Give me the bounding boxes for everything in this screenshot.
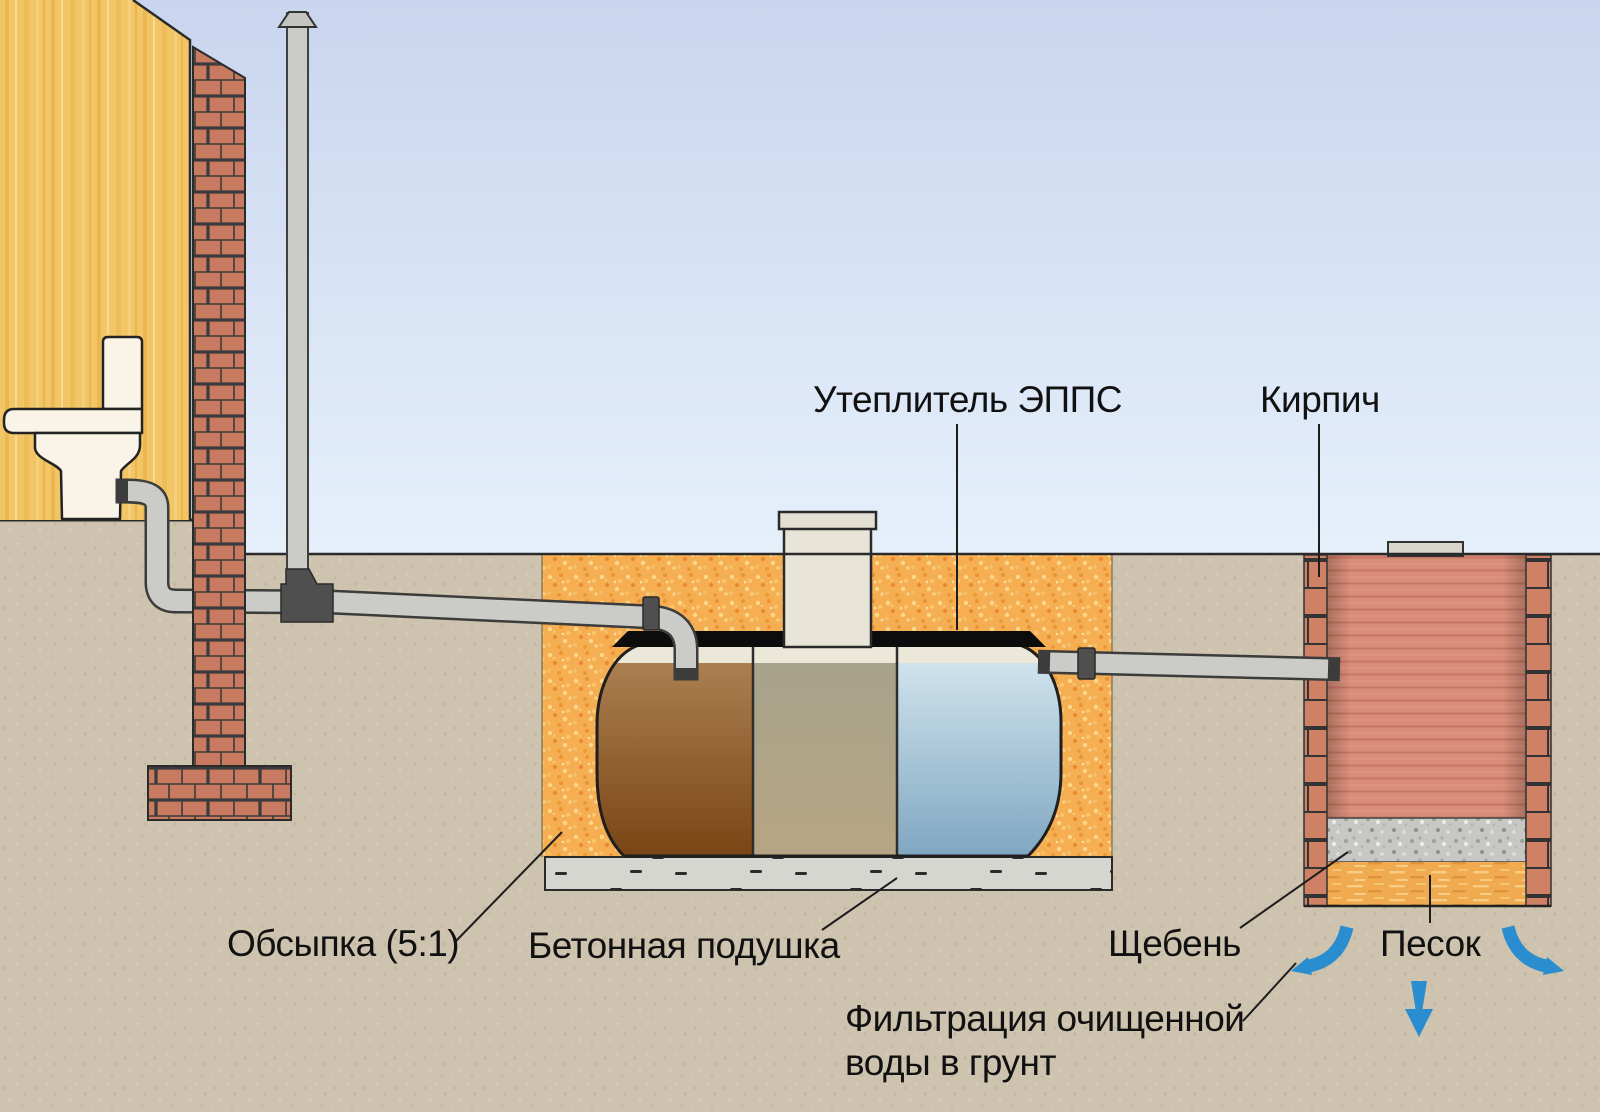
house-wood-wall-edge	[132, 0, 192, 520]
septic-tank	[595, 510, 1063, 858]
toilet	[2, 335, 144, 521]
vent-cap	[277, 11, 318, 28]
tank-outline	[595, 642, 1063, 858]
filtration-arrow-center-head	[1405, 1009, 1433, 1037]
label-concrete-pad: Бетонная подушка	[528, 925, 841, 966]
outlet-pipe	[1037, 649, 1341, 682]
label-sand: Песок	[1380, 923, 1482, 964]
sky	[0, 0, 1600, 556]
brick-pier	[192, 45, 246, 767]
tee-fitting	[280, 568, 334, 623]
label-filtration-line2: воды в грунт	[845, 1042, 1056, 1083]
concrete-pad	[544, 856, 1113, 891]
pipe-coupling-outlet	[1077, 647, 1096, 680]
tank-chamber-2	[753, 663, 897, 856]
tank-riser-cap	[777, 510, 878, 531]
toilet-seat	[2, 407, 144, 435]
toilet-bowl	[33, 431, 142, 521]
drain-well	[1303, 541, 1552, 908]
leader-concrete-pad	[821, 877, 898, 931]
label-brick: Кирпич	[1260, 379, 1380, 420]
tank-riser	[782, 526, 873, 649]
tank-chamber-1	[597, 663, 753, 856]
well-brick-wall-right	[1525, 554, 1552, 907]
filtration-arrows	[1291, 925, 1564, 1037]
tank-chamber-dividers	[751, 644, 899, 856]
filtration-arrow-left	[1307, 925, 1354, 973]
sewer-pipe	[115, 478, 699, 681]
filtration-arrow-right-head	[1543, 957, 1564, 975]
vent-pipe	[286, 12, 309, 591]
outlet-pipe-body	[1049, 652, 1329, 679]
filtration-arrow-center-shaft	[1411, 981, 1427, 1012]
filtration-arrow-left-head	[1291, 957, 1312, 975]
label-gravel: Щебень	[1108, 923, 1241, 964]
well-cover-slab	[1387, 541, 1464, 557]
leader-backfill	[455, 831, 563, 942]
leader-filtration	[1242, 962, 1297, 1022]
label-filtration-line1: Фильтрация очищенной	[845, 998, 1244, 1039]
label-backfill: Обсыпка (5:1)	[227, 923, 459, 964]
toilet-cistern	[101, 335, 144, 411]
well-interior-shade	[1327, 555, 1526, 818]
gravel-layer	[1326, 817, 1527, 863]
pipe-coupling-inlet	[642, 596, 660, 631]
leader-gravel	[1239, 851, 1349, 929]
well-brick-wall-left	[1303, 554, 1328, 907]
brick-footing	[147, 765, 292, 821]
filtration-arrow-right	[1501, 925, 1548, 973]
label-insulation: Утеплитель ЭППС	[813, 379, 1122, 420]
sand-layer	[1327, 862, 1526, 906]
leader-lines	[455, 424, 1431, 1022]
tank-chamber-3	[897, 663, 1061, 856]
sewer-pipe-body	[127, 481, 696, 668]
